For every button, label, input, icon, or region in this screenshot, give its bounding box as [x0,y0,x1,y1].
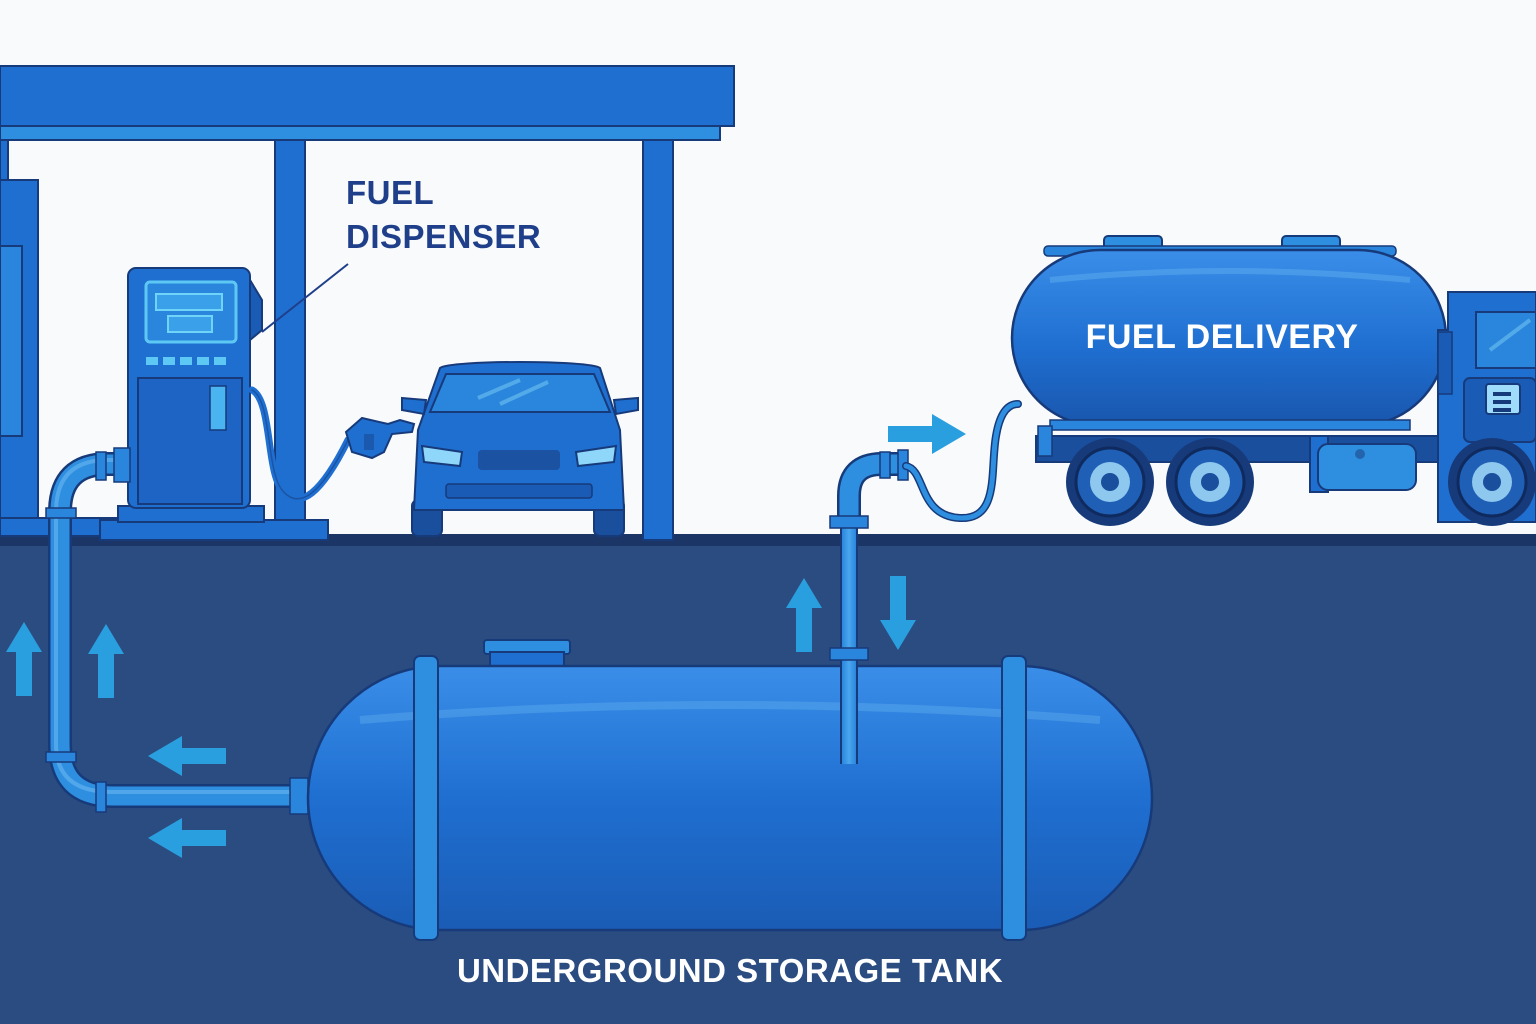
supply-pipe [45,447,309,815]
canopy-pillar [642,139,674,541]
truck-wheel [1066,438,1154,526]
arrow-left-icon [148,736,226,776]
truck-wheel [1448,438,1536,526]
dispenser-label-line2: DISPENSER [346,218,541,255]
truck-grille [1485,383,1521,415]
arrow-up-icon [786,578,822,652]
canopy-pillar [274,139,306,541]
arrow-up-icon [6,622,42,696]
arrow-left-icon [148,818,226,858]
truck-wheel [1166,438,1254,526]
tank-strap [413,655,439,941]
fuel-dispenser [117,267,265,523]
car [401,361,639,537]
fuel-nozzle [344,416,416,460]
tank-label: UNDERGROUND STORAGE TANK [457,952,1003,989]
underground-storage-tank [306,639,1154,941]
dispenser-keypad [146,357,226,365]
truck-label: FUEL DELIVERY [1086,318,1359,356]
arrow-up-icon [88,624,124,698]
arrow-right-icon [888,414,966,454]
station-building [0,179,121,537]
fill-pipe [829,449,909,764]
car-grille [478,450,560,470]
dispenser-leader-line [261,263,349,333]
fuel-delivery-truck [1010,235,1536,526]
arrow-down-icon [880,576,916,650]
dispenser-hose-outline [251,389,349,500]
car-headlight [574,444,618,468]
dispenser-label-line1: FUEL [346,174,434,211]
tank-strap [1001,655,1027,941]
car-headlight [420,444,464,468]
